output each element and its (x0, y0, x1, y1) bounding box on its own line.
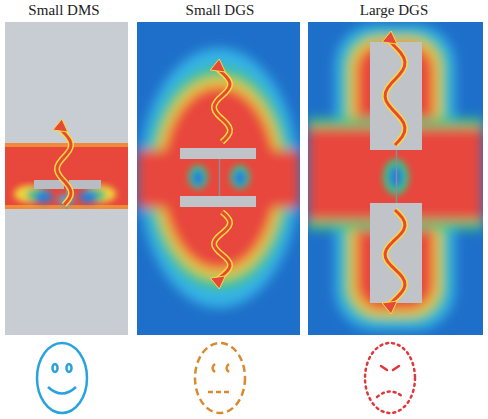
radiation-arrows (53, 31, 405, 314)
sad-face (365, 343, 415, 413)
happy-face (37, 343, 87, 413)
panel-title: Small DGS (186, 2, 255, 19)
small-dgs-field (137, 22, 300, 335)
neutral-face (195, 343, 245, 413)
large-dgs-field (308, 22, 483, 335)
panel-title: Large DGS (360, 2, 428, 19)
panel-title: Small DMS (28, 2, 99, 19)
dms-field (5, 22, 128, 335)
